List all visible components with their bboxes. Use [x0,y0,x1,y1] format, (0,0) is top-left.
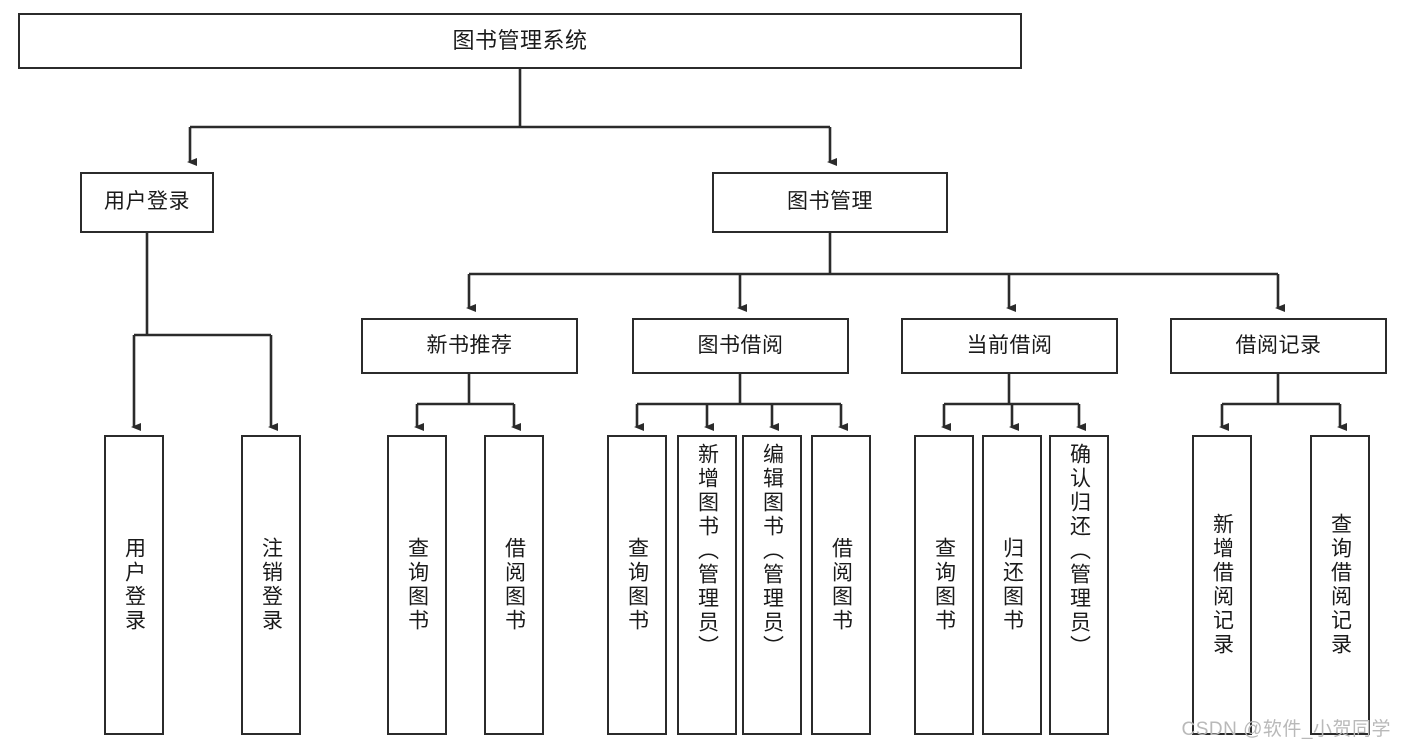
node-label: 查询借阅记录 [1328,513,1352,657]
leaf-current-query-book[interactable]: 查询图书 [914,435,974,735]
node-current-borrow[interactable]: 当前借阅 [901,318,1118,374]
node-label: 图书管理 [787,190,873,214]
node-book-borrow[interactable]: 图书借阅 [632,318,849,374]
leaf-borrow-borrow-book[interactable]: 借阅图书 [811,435,871,735]
leaf-user-login-login[interactable]: 用户登录 [104,435,164,735]
leaf-borrow-edit-book-admin[interactable]: 编辑图书（管理员） [742,435,802,735]
node-label: 新增借阅记录 [1210,513,1234,657]
node-label: 新增图书（管理员） [695,443,719,659]
node-label: 借阅记录 [1235,333,1322,357]
leaf-current-return-book[interactable]: 归还图书 [982,435,1042,735]
leaf-record-query-record[interactable]: 查询借阅记录 [1310,435,1370,735]
node-label: 注销登录 [259,537,283,633]
node-label: 用户登录 [122,537,146,633]
node-book-management[interactable]: 图书管理 [712,172,948,233]
node-root-system[interactable]: 图书管理系统 [18,13,1022,69]
node-label: 查询图书 [405,537,429,633]
node-label: 借阅图书 [502,537,526,633]
node-label: 用户登录 [104,190,190,214]
leaf-borrow-query-book[interactable]: 查询图书 [607,435,667,735]
node-label: 借阅图书 [829,537,853,633]
leaf-record-add-record[interactable]: 新增借阅记录 [1192,435,1252,735]
node-label: 当前借阅 [966,333,1053,357]
node-label: 编辑图书（管理员） [760,443,784,659]
node-label: 确认归还（管理员） [1067,443,1091,659]
node-label: 图书管理系统 [452,28,588,54]
leaf-user-login-logout[interactable]: 注销登录 [241,435,301,735]
node-label: 查询图书 [625,537,649,633]
leaf-recommend-borrow-book[interactable]: 借阅图书 [484,435,544,735]
leaf-current-confirm-return-admin[interactable]: 确认归还（管理员） [1049,435,1109,735]
node-new-book-recommend[interactable]: 新书推荐 [361,318,578,374]
node-label: 新书推荐 [426,333,513,357]
leaf-borrow-add-book-admin[interactable]: 新增图书（管理员） [677,435,737,735]
leaf-recommend-query-book[interactable]: 查询图书 [387,435,447,735]
node-label: 归还图书 [1000,537,1024,633]
node-label: 图书借阅 [697,333,784,357]
node-borrow-record[interactable]: 借阅记录 [1170,318,1387,374]
node-label: 查询图书 [932,537,956,633]
node-user-login[interactable]: 用户登录 [80,172,214,233]
